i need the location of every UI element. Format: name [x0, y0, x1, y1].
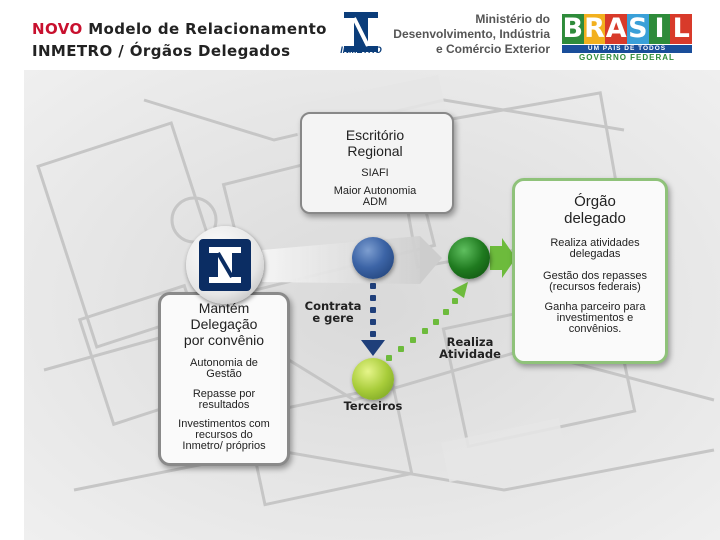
inmetro-logo: [344, 12, 378, 52]
delegation-band: [262, 236, 420, 284]
delegation-item: Autonomia de Gestão: [164, 358, 284, 380]
item-line: SIAFI: [361, 167, 389, 179]
band-arrow-tip: [420, 236, 442, 284]
ministry-name: Ministério do Desenvolvimento, Indústria…: [392, 12, 550, 57]
title-rest: Modelo de Relacionamento: [82, 20, 327, 38]
label-line: Contrata: [304, 299, 362, 313]
inmetro-n-icon: [209, 247, 241, 283]
item-line: Investimentos com: [178, 418, 270, 430]
right-node-arrow: [490, 238, 516, 278]
regional-office-item: SIAFI: [310, 168, 440, 179]
inmetro-logo-word: INMETRO: [340, 45, 382, 55]
heading-line: Mantém: [198, 300, 250, 316]
item-line: investimentos e: [556, 312, 634, 324]
item-line: ADM: [362, 196, 388, 208]
brasil-letter: R: [583, 13, 606, 44]
delegated-organ-node: [448, 237, 490, 279]
delegated-organ-item: Realiza atividades delegadas: [530, 238, 660, 260]
brasil-letter: B: [562, 13, 584, 44]
delegation-heading: Mantém Delegação por convênio: [164, 300, 284, 348]
title-accent: NOVO: [32, 20, 83, 38]
brasil-letter: I: [648, 14, 671, 44]
heading-line: Delegação: [190, 316, 258, 332]
delegated-organ-heading: Órgão delegado: [530, 193, 660, 227]
heading-line: Regional: [347, 143, 403, 159]
regional-office-item: Maior Autonomia ADM: [310, 186, 440, 208]
item-line: recursos do: [195, 429, 253, 441]
regional-office-node: [352, 237, 394, 279]
brasil-letter: L: [670, 14, 693, 44]
delegation-item: Investimentos com recursos do Inmetro/ p…: [164, 419, 284, 452]
item-line: convênios.: [568, 323, 622, 335]
delegation-box: [158, 292, 290, 466]
brasil-gov: GOVERNO FEDERAL: [579, 53, 675, 62]
heading-line: Escritório: [345, 127, 405, 143]
item-line: Realiza atividades: [550, 237, 640, 249]
delegated-organ-box: [512, 178, 668, 364]
contrata-label: Contrata e gere: [298, 300, 368, 324]
item-line: Gestão: [206, 368, 242, 380]
brasil-logo: B R A S I L UM PAÍS DE TODOS GOVERNO FED…: [562, 13, 693, 64]
brasil-letter: S: [627, 13, 649, 44]
third-parties-node: [352, 358, 394, 400]
page-title: NOVO Modelo de Relacionamento: [32, 20, 327, 38]
item-line: Repasse por: [192, 388, 256, 400]
delegation-item: Repasse por resultados: [164, 389, 284, 411]
item-line: Gestão dos repasses: [543, 270, 647, 282]
label-line: e gere: [312, 311, 354, 325]
heading-line: Órgão: [574, 193, 616, 210]
brasil-slogan: UM PAÍS DE TODOS: [562, 45, 692, 53]
item-line: Inmetro/ próprios: [182, 440, 266, 452]
heading-line: por convênio: [183, 332, 265, 348]
brasil-letter: A: [605, 13, 628, 44]
regional-office-box: [300, 112, 454, 214]
ministry-line: Ministério do: [475, 12, 550, 26]
item-line: (recursos federais): [549, 281, 641, 293]
realiza-dotted-line: [386, 298, 458, 361]
label-line: Realiza: [446, 335, 494, 349]
item-line: Maior Autonomia: [333, 185, 417, 197]
label-line: Atividade: [439, 347, 501, 361]
ministry-line: e Comércio Exterior: [435, 42, 550, 56]
realiza-arrow-head: [452, 282, 468, 298]
item-line: Autonomia de: [190, 357, 258, 369]
ministry-line: Desenvolvimento, Indústria: [393, 27, 550, 41]
contrata-dotted-line: [370, 283, 376, 337]
realiza-label: Realiza Atividade: [430, 336, 510, 360]
contrata-arrow-head: [361, 340, 385, 356]
heading-line: delegado: [564, 210, 626, 227]
item-line: resultados: [198, 399, 250, 411]
item-line: delegadas: [569, 248, 621, 260]
label-line: Terceiros: [343, 399, 403, 413]
page-subtitle: INMETRO / Órgãos Delegados: [32, 42, 291, 60]
inmetro-mark: [199, 239, 251, 291]
terceiros-label: Terceiros: [328, 400, 418, 412]
item-line: Ganha parceiro para: [544, 301, 646, 313]
brasil-word: B R A S I L: [562, 13, 693, 44]
delegated-organ-item: Ganha parceiro para investimentos e conv…: [530, 302, 660, 335]
inmetro-node-icon: [186, 226, 264, 304]
delegated-organ-item: Gestão dos repasses (recursos federais): [530, 271, 660, 293]
regional-office-heading: Escritório Regional: [310, 127, 440, 159]
